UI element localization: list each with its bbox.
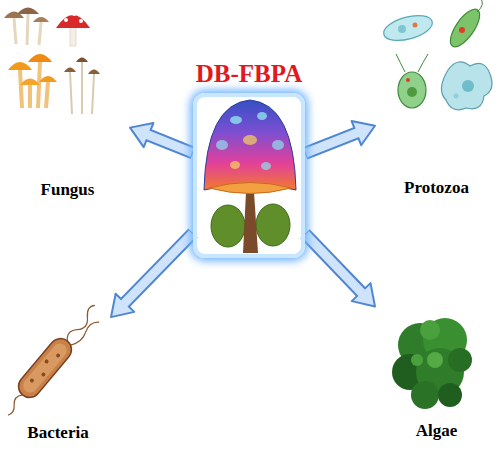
protozoa-figure [398, 72, 426, 108]
protozoa-figure [441, 62, 492, 110]
fungus-figure [81, 62, 83, 114]
bacterium-figure [14, 334, 76, 402]
mushroom-figure [209, 183, 291, 194]
algae-figure [427, 352, 443, 368]
algae-figure [392, 318, 472, 409]
mushroom-figure [204, 100, 296, 190]
block-arrow [111, 233, 193, 317]
fungus-figure [56, 15, 90, 28]
mushroom-figure [256, 204, 290, 246]
fungus-figure [46, 82, 48, 108]
mushroom-figure [243, 192, 258, 253]
organism-label: Fungus [38, 180, 98, 200]
block-arrow [305, 234, 375, 307]
protozoa-figure [477, 0, 482, 12]
mushroom-figure [272, 140, 284, 150]
protozoa-figure [418, 54, 428, 72]
organism-label: Bacteria [24, 423, 91, 443]
mushroom-figure [211, 205, 245, 247]
center-box: DB-FBPA [193, 93, 305, 258]
block-arrow [130, 123, 193, 153]
protozoa-figure [462, 80, 474, 92]
arrow-fill [306, 234, 364, 294]
protozoa-figure [459, 27, 465, 33]
bacterium-figure [44, 359, 50, 365]
fungus-figure [64, 18, 68, 22]
fungus-figure [70, 25, 76, 46]
protozoa-figure [445, 5, 485, 51]
mushroom-figure [243, 135, 257, 145]
protozoa-figure [407, 87, 417, 97]
bacterium-figure [20, 341, 69, 396]
organism-label: Algae [413, 421, 461, 441]
fungus-figure [76, 58, 88, 63]
protozoa-figure [381, 0, 492, 110]
mushroom-figure [216, 140, 228, 150]
fungus-figure [64, 68, 76, 73]
algae-figure [420, 320, 440, 340]
fungus-figure [14, 18, 16, 44]
algae-figure [438, 383, 462, 407]
protozoa-figure [406, 78, 410, 82]
fungus-figure [79, 19, 83, 23]
bacterium-figure [0, 300, 106, 422]
mushroom-figure [230, 161, 240, 169]
title-text: DB-FBPA [196, 60, 302, 88]
fungus-figure [28, 85, 32, 108]
organism-node: Algae [375, 300, 498, 441]
fungus-figure [88, 70, 100, 75]
fungus-figure [39, 76, 57, 82]
mushroom-figure [261, 162, 271, 170]
organism-label: Protozoa [401, 178, 472, 198]
fungus-figure [27, 14, 28, 45]
fungus-figure [39, 22, 41, 45]
fungus-figure [72, 12, 76, 16]
mushroom-figure [230, 116, 242, 124]
bacterium-figure [29, 378, 35, 384]
arrow-fill [123, 234, 192, 305]
algae-figure [411, 381, 439, 409]
fungus-figure [20, 79, 40, 86]
mushroom-figure [257, 112, 267, 120]
bacterium-figure [41, 372, 47, 378]
arrow-fill [306, 132, 359, 153]
protozoa-figure [396, 54, 405, 72]
protozoa-figure [413, 23, 418, 28]
protozoa-figure [398, 25, 406, 33]
bacterium-figure [4, 393, 25, 416]
arrow-fill [146, 134, 192, 153]
fungus-figure [4, 8, 100, 115]
algae-figure [448, 348, 472, 372]
bacterium-figure [64, 304, 99, 344]
bacterium-figure [71, 318, 100, 350]
fungus-figure [70, 72, 72, 114]
organism-node: Protozoa [375, 5, 498, 198]
fungus-figure [28, 54, 52, 62]
protozoa-figure [381, 11, 435, 45]
organism-node: Bacteria [5, 300, 111, 443]
organism-node: Fungus [5, 5, 130, 200]
algae-figure [411, 354, 423, 366]
fungus-figure [17, 8, 39, 15]
fungus-figure [8, 62, 32, 70]
protozoa-figure [454, 94, 459, 99]
block-arrow [305, 121, 375, 153]
bacterium-figure [55, 353, 61, 359]
fungus-figure [92, 74, 94, 114]
fungus-figure [20, 70, 22, 108]
fungus-figure [33, 17, 49, 22]
mushroom-figure [204, 100, 296, 253]
